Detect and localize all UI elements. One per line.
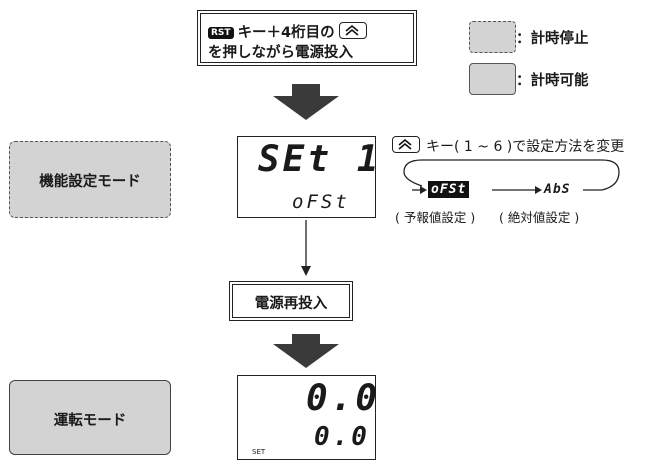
selector-arrow-2 <box>535 186 542 194</box>
thin-down-arrow-head <box>301 266 311 276</box>
up-key-icon <box>338 22 367 39</box>
option-absolute-caption: ( 絶対値設定 ) <box>499 210 580 225</box>
repower-label: 電源再投入 <box>254 296 328 312</box>
up-key-icon-2 <box>392 136 420 153</box>
run-set-label: SET <box>252 448 266 456</box>
option-offset-caption: ( 予報値設定 ) <box>395 210 476 225</box>
run-main-readout: 0.0 <box>306 378 381 419</box>
run-sub-readout: 0.0 <box>314 422 370 452</box>
selector-arrow-1 <box>420 186 427 194</box>
run-mode-box: 運転モード <box>9 380 171 455</box>
display-sub-readout: oFSt <box>292 191 350 213</box>
selector-loop <box>403 159 620 191</box>
big-down-arrow-1 <box>273 84 339 120</box>
run-mode-label: 運転モード <box>53 413 127 429</box>
selector-key-text: キー( 1 ~ 6 )で設定方法を変更 <box>392 136 624 156</box>
display-main-readout: SEt 1 <box>258 139 382 180</box>
repower-instruction-box: 電源再投入 <box>229 281 353 321</box>
rst-key-badge: RST <box>208 27 234 39</box>
legend-dashed-swatch <box>469 21 516 53</box>
legend-solid-swatch <box>469 63 516 95</box>
run-display: 0.0 SET 0.0 <box>237 375 377 460</box>
function-setting-mode-box: 機能設定モード <box>9 141 171 218</box>
legend-running-label: ：計時可能 <box>516 73 589 89</box>
setting-display: SEt 1 oFSt <box>237 136 378 218</box>
legend-stopped-label: ：計時停止 <box>516 31 589 47</box>
instruction-line-2: を押しながら電源投入 <box>208 45 353 61</box>
option-absolute-chip: AbS <box>544 182 571 197</box>
option-offset-chip: oFSt <box>428 181 470 198</box>
big-down-arrow-2 <box>273 334 339 368</box>
function-setting-mode-label: 機能設定モード <box>39 174 141 190</box>
